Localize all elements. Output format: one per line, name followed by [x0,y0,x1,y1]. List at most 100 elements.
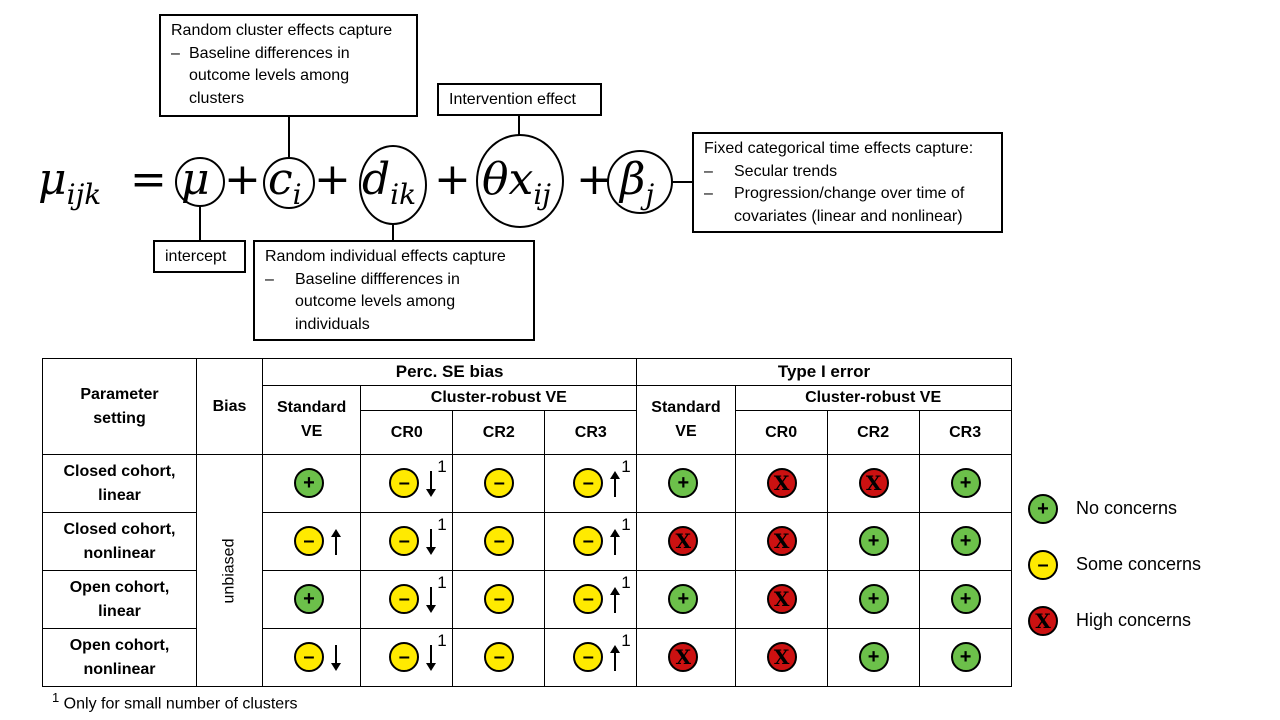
term-symbol: c [268,154,293,205]
connector-individual [392,224,394,240]
rating-cell: X [734,512,828,571]
rating-cell: –1 [544,628,638,687]
row-label: Closed cohort, nonlinear [42,512,197,571]
term-symbol: d [362,154,391,205]
rating-cell: –1 [544,512,638,571]
rating-cell: + [636,570,736,629]
arrow-up-icon [330,528,341,555]
rating-cell: X [734,454,828,513]
header-cr0: CR0 [360,410,454,455]
rating-cell: + [918,512,1012,571]
rating-cell: – [452,512,546,571]
plus-sign: + [224,154,261,205]
some-concerns-icon: – [293,642,324,672]
equation-lhs: μijk [38,158,101,209]
callout-bullet: Progression/change over time of covariat… [734,185,965,225]
callout-intervention: Intervention effect [437,83,602,116]
footnote-ref: 1 [437,515,447,534]
arrow-up-icon [610,528,621,555]
rating-cell: X [636,628,736,687]
no-concerns-icon: + [293,468,324,498]
term-subscript: ik [390,178,417,211]
table-row: Open cohort, linear+–1––1+X++ [42,570,1012,629]
rating-cell: + [918,570,1012,629]
term-circle-beta [607,150,673,214]
rating-cell: X [636,512,736,571]
no-concerns-icon: + [950,642,981,672]
rating-cell: – [452,454,546,513]
term-subscript: ij [533,178,551,211]
term-mu: μ [181,158,210,202]
footnote-ref: 1 [621,457,631,476]
some-concerns-icon: – [389,526,420,556]
header-cr3: CR3 [544,410,638,455]
row-label: Closed cohort, linear [42,454,197,513]
term-subscript: j [645,178,655,211]
callout-bullet: Secular trends [734,162,838,180]
rating-cell: + [826,512,920,571]
some-concerns-icon: – [293,526,324,556]
arrow-down-icon [426,528,437,555]
high-concerns-icon: X [668,526,699,556]
bullet-dash: – [171,44,180,62]
header-cluster-robust-ve: Cluster-robust VE [734,385,1012,411]
footnote-ref: 1 [621,515,631,534]
row-label: Open cohort, nonlinear [42,628,197,687]
term-circle-mu [175,157,225,207]
rating-cell: –1 [360,628,454,687]
concerns-table: Parameter setting Bias Perc. SE bias Typ… [42,358,1012,687]
footnote-ref: 1 [437,631,447,650]
arrow-down-icon [330,644,341,671]
connector-intercept [199,206,201,240]
header-standard-ve: Standard VE [636,385,736,455]
rating-cell: –1 [360,512,454,571]
high-concerns-icon: X [766,526,797,556]
some-concerns-icon: – [573,468,604,498]
header-type-i-error: Type I error [636,358,1012,386]
term-symbol: μ [181,154,210,205]
term-symbol: β [620,154,646,205]
plus-sign: + [314,154,351,205]
rating-cell: X [734,628,828,687]
some-concerns-icon: – [484,468,515,498]
bias-value: unbiased [220,538,238,603]
no-concerns-icon: + [668,468,699,498]
no-concerns-icon: + [858,642,889,672]
bullet-dash: – [704,162,713,180]
term-c: ci [268,158,302,209]
rating-cell: –1 [544,570,638,629]
header-cr2: CR2 [826,410,920,455]
term-d: dik [362,158,416,209]
some-concerns-icon: – [389,642,420,672]
header-cr2: CR2 [452,410,546,455]
callout-random-individual: Random individual effects capture – Base… [253,240,535,341]
arrow-up-icon [610,470,621,497]
callout-time-effects: Fixed categorical time effects capture: … [692,132,1003,233]
header-parameter-setting: Parameter setting [42,358,197,455]
footnote-ref: 1 [621,573,631,592]
term-circle-theta [476,134,564,228]
high-concerns-icon: X [766,584,797,614]
some-concerns-icon: – [484,584,515,614]
some-concerns-icon: – [573,642,604,672]
lhs-subscript: ijk [66,178,102,211]
legend-label: High concerns [1076,610,1192,630]
header-cr3: CR3 [918,410,1012,455]
equals-sign: = [130,154,167,205]
footnote-ref: 1 [437,457,447,476]
row-label: Open cohort, linear [42,570,197,629]
rating-cell: – [452,570,546,629]
some-concerns-icon: – [389,584,420,614]
some-concerns-icon: – [573,526,604,556]
arrow-down-icon [426,586,437,613]
rating-cell: + [826,570,920,629]
rating-cell: + [636,454,736,513]
footnote-text: Only for small number of clusters [59,695,298,713]
rating-cell: X [826,454,920,513]
some-concerns-icon: – [1028,550,1058,580]
no-concerns-icon: + [858,526,889,556]
no-concerns-icon: + [950,468,981,498]
rating-cell: + [261,570,362,629]
